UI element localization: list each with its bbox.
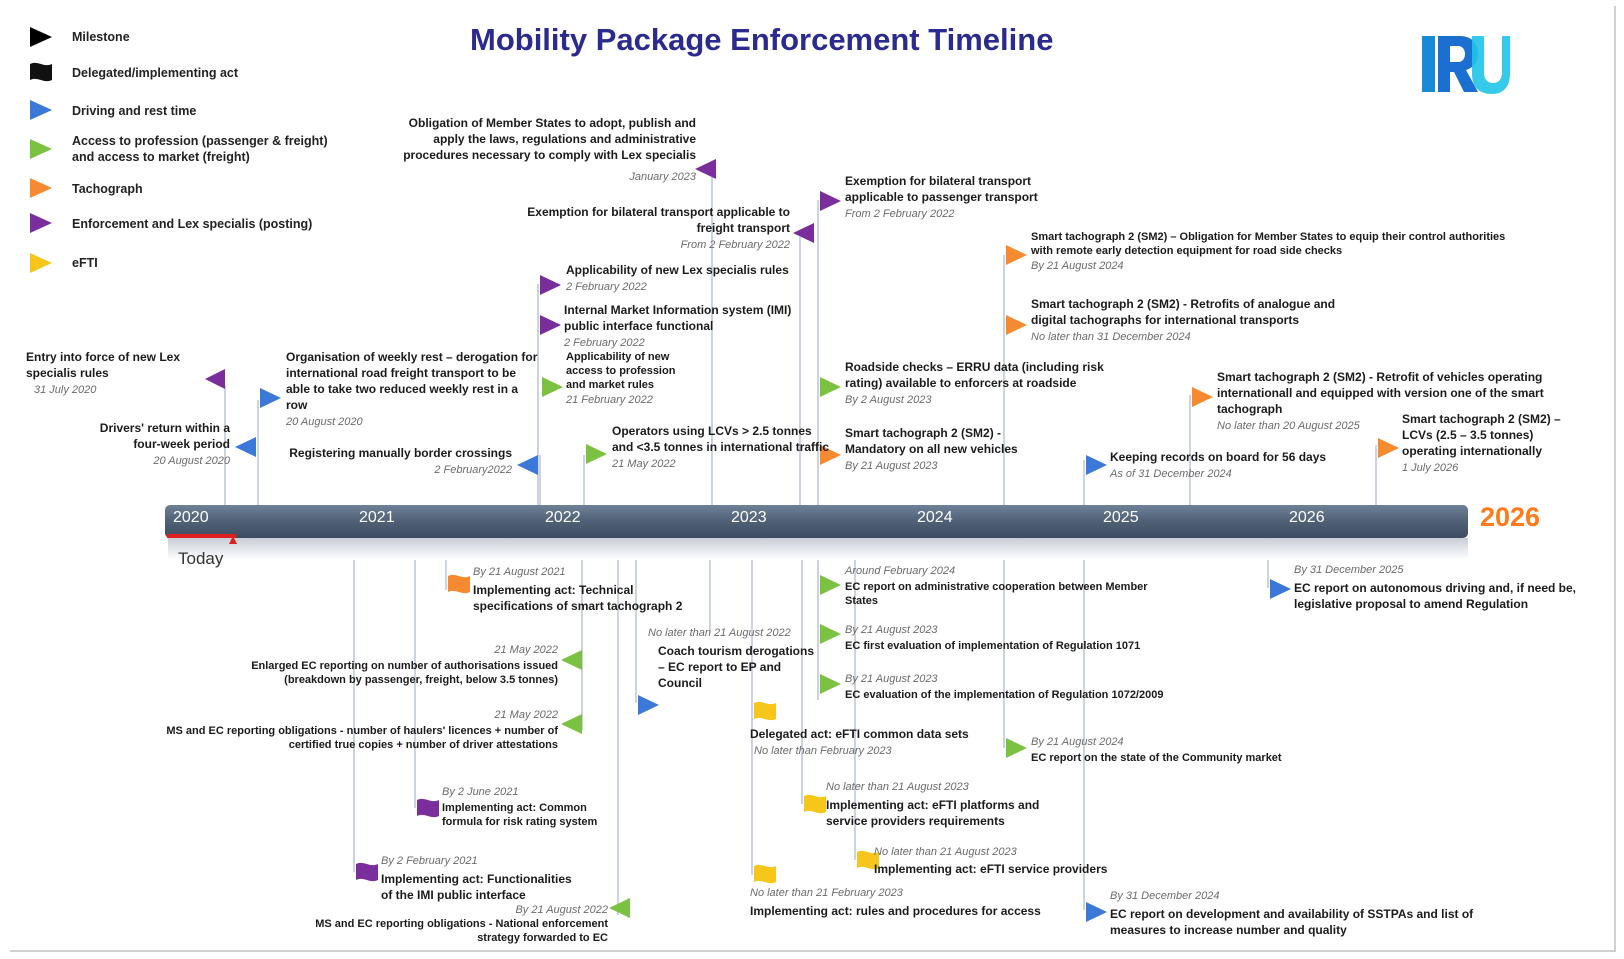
below-flags [356, 574, 1291, 922]
event-border-crossings: Registering manually border crossings 2 … [289, 446, 512, 476]
event-ms-reporting-licences: 21 May 2022 MS and EC reporting obligati… [166, 709, 558, 751]
timeline-bar [165, 505, 1468, 538]
event-ia-imi-functionalities: By 2 February 2021 Implementing act: Fun… [381, 855, 572, 902]
event-lex-applicability: Applicability of new Lex specialis rules… [566, 263, 789, 293]
year-2025: 2025 [1103, 509, 1139, 526]
event-rules-access: No later than 21 February 2023 Implement… [750, 887, 1041, 918]
event-sm2-retrofits: Smart tachograph 2 (SM2) - Retrofits of … [1031, 297, 1336, 343]
event-ec-reporting-authorisations: 21 May 2022 Enlarged EC reporting on num… [251, 644, 558, 686]
milestone-flag-icon [30, 27, 52, 47]
event-access-rules: Applicability of new access to professio… [566, 351, 676, 406]
event-sm2-new-vehicles: Smart tachograph 2 (SM2) - Mandatory on … [845, 426, 1018, 472]
event-ia-sm2-specs: By 21 August 2021 Implementing act: Tech… [473, 566, 683, 613]
event-ms-enforcement-strategy: By 21 August 2022 MS and EC reporting ob… [315, 904, 608, 944]
connector-lines [224, 172, 1377, 915]
event-sm2-retrofit-international: Smart tachograph 2 (SM2) - Retrofit of v… [1217, 370, 1544, 432]
page-title: Mobility Package Enforcement Timeline [470, 22, 1054, 57]
timeline-shadow [168, 538, 1468, 560]
year-2020: 2020 [173, 509, 209, 526]
today-marker-icon [229, 536, 237, 544]
iru-logo-icon [1422, 36, 1510, 94]
legend-tachograph: Tachograph [72, 182, 143, 196]
event-drivers-return: Drivers' return within a four-week perio… [99, 421, 230, 467]
access-profession-flag-icon [30, 139, 52, 159]
legend-enforcement: Enforcement and Lex specialis (posting) [72, 217, 313, 231]
event-records-56-days: Keeping records on board for 56 days As … [1110, 450, 1327, 480]
event-roadside-checks: Roadside checks – ERRU data (including r… [845, 360, 1104, 406]
event-weekly-rest: Organisation of weekly rest – derogation… [286, 350, 538, 428]
year-2026: 2026 [1289, 509, 1325, 526]
event-ec-admin-cooperation: Around February 2024 EC report on admini… [845, 565, 1148, 607]
year-2021: 2021 [359, 509, 395, 526]
delegated-banner-icon [30, 62, 52, 82]
tachograph-flag-icon [30, 178, 52, 198]
legend-milestone: Milestone [72, 30, 130, 44]
event-lcv-operators: Operators using LCVs > 2.5 tonnes and <3… [612, 424, 830, 470]
event-ia-risk-rating: By 2 June 2021 Implementing act: Common … [442, 786, 598, 828]
event-sm2-lcvs: Smart tachograph 2 (SM2) – LCVs (2.5 – 3… [1402, 412, 1561, 474]
event-coach-tourism: No later than 21 August 2022 Coach touri… [648, 627, 815, 690]
event-ec-community-market: By 21 August 2024 EC report on the state… [1031, 736, 1282, 764]
event-efti-service-providers: No later than 21 August 2023 Implementin… [874, 846, 1108, 876]
event-bilateral-passenger: Exemption for bilateral transport applic… [845, 174, 1038, 220]
event-sm2-remote-detection: Smart tachograph 2 (SM2) – Obligation fo… [1031, 231, 1506, 272]
end-year-label: 2026 [1480, 502, 1541, 532]
legend-delegated: Delegated/implementing act [72, 66, 239, 80]
event-ec-autonomous-driving: By 31 December 2025 EC report on autonom… [1294, 564, 1577, 611]
event-efti-data-sets: Delegated act: eFTI common data sets No … [750, 727, 969, 757]
event-imi-interface: Internal Market Information system (IMI)… [564, 303, 792, 349]
event-ec-eval-1072: By 21 August 2023 EC evaluation of the i… [845, 673, 1164, 701]
legend-access-profession: Access to profession (passenger & freigh… [72, 134, 328, 164]
event-ec-sstpas: By 31 December 2024 EC report on develop… [1110, 890, 1474, 937]
above-flags [205, 159, 1399, 475]
legend-icons [30, 27, 52, 273]
page-frame [10, 6, 1616, 952]
legend-driving-rest: Driving and rest time [72, 104, 197, 118]
legend-efti: eFTI [72, 256, 98, 270]
iru-logo [1420, 34, 1510, 101]
event-efti-platforms: No later than 21 August 2023 Implementin… [826, 781, 1040, 828]
today-label: Today [178, 549, 224, 568]
enforcement-flag-icon [30, 213, 52, 233]
event-ms-obligation-lex: Obligation of Member States to adopt, pu… [403, 116, 696, 183]
event-lex-specialis-entry: Entry into force of new Lex specialis ru… [26, 350, 181, 396]
driving-rest-flag-icon [30, 100, 52, 120]
event-ec-eval-1071: By 21 August 2023 EC first evaluation of… [845, 624, 1141, 652]
event-bilateral-freight: Exemption for bilateral transport applic… [527, 205, 790, 251]
efti-flag-icon [30, 253, 52, 273]
year-2024: 2024 [917, 509, 953, 526]
year-2022: 2022 [545, 509, 581, 526]
year-2023: 2023 [731, 509, 767, 526]
